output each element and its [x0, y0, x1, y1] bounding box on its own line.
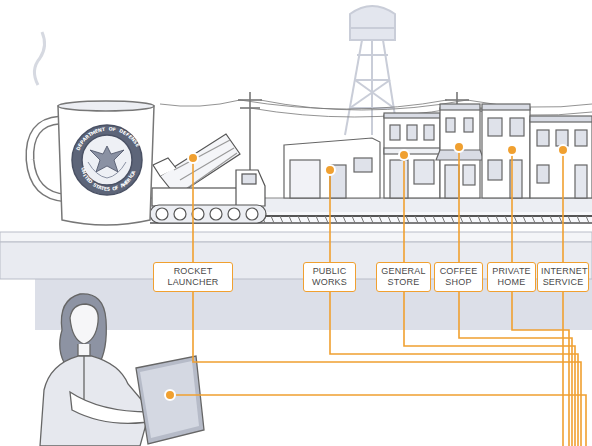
rail-tie	[550, 216, 553, 223]
signal-wire	[458, 147, 460, 262]
label-text: ROCKET LAUNCHER	[157, 266, 229, 288]
rail-tie	[541, 216, 544, 223]
rail-tie	[496, 216, 499, 223]
rail-tie	[577, 216, 580, 223]
rail-tie	[370, 216, 373, 223]
rail-tie	[388, 216, 391, 223]
rail-tie	[379, 216, 382, 223]
signal-wire	[192, 158, 194, 262]
rail-tie	[505, 216, 508, 223]
rail-tie	[289, 216, 292, 223]
rail-tie	[469, 216, 472, 223]
signal-wire	[512, 292, 569, 446]
tap-point	[454, 142, 464, 152]
rail-tie	[559, 216, 562, 223]
signal-wire	[562, 292, 564, 446]
callout-label: COFFEE SHOP	[434, 262, 483, 292]
seal-letter: F	[112, 128, 116, 133]
tap-point	[558, 145, 568, 155]
seal-letter: T	[102, 128, 106, 133]
rail-tie	[334, 216, 337, 223]
label-text: PUBLIC WORKS	[307, 266, 352, 288]
rail-tie	[460, 216, 463, 223]
signal-wire	[459, 292, 572, 446]
tap-point	[325, 165, 335, 175]
callout-label: PUBLIC WORKS	[303, 262, 356, 292]
seal-letter: E	[134, 143, 140, 148]
rail-tie	[451, 216, 454, 223]
rail-tie	[280, 216, 283, 223]
tap-point	[507, 145, 517, 155]
callout-label: PRIVATE HOME	[487, 262, 536, 292]
tap-point	[399, 150, 409, 160]
label-text: COFFEE SHOP	[438, 266, 479, 288]
rail-tie	[406, 216, 409, 223]
rail-tie	[361, 216, 364, 223]
callout-label: INTERNET SERVICE	[537, 262, 589, 292]
rail-tie	[586, 216, 589, 223]
rail-tie	[307, 216, 310, 223]
signal-wire	[404, 292, 575, 446]
rail-tie	[568, 216, 571, 223]
rail-tie	[352, 216, 355, 223]
power-lines	[160, 92, 592, 200]
tap-point	[188, 153, 198, 163]
woman-at-laptop	[40, 294, 204, 446]
signal-wire	[330, 292, 578, 446]
signal-wire	[511, 150, 513, 262]
label-text: PRIVATE HOME	[491, 266, 532, 288]
seal-letter: S	[107, 188, 111, 193]
signal-wire	[170, 395, 586, 446]
signal-wire	[562, 150, 564, 262]
rail-tie	[343, 216, 346, 223]
rail-tie	[487, 216, 490, 223]
seal-letter: F	[115, 186, 120, 192]
signal-wire	[403, 155, 405, 262]
rail-tie	[397, 216, 400, 223]
rail-tie	[442, 216, 445, 223]
rail-tie	[316, 216, 319, 223]
rail-tie	[478, 216, 481, 223]
seal-letter	[106, 128, 108, 133]
rail-tie	[523, 216, 526, 223]
dod-mug	[30, 32, 154, 225]
callout-label: ROCKET LAUNCHER	[153, 262, 233, 292]
label-text: GENERAL STORE	[380, 266, 427, 288]
seal-letter: D	[87, 179, 93, 185]
rocket-launcher-vehicle	[150, 134, 266, 223]
rail-tie	[298, 216, 301, 223]
rail-tie	[424, 216, 427, 223]
rail-tie	[325, 216, 328, 223]
tap-point	[165, 390, 175, 400]
label-text: INTERNET SERVICE	[541, 266, 585, 288]
callout-label: GENERAL STORE	[376, 262, 431, 292]
signal-wire	[193, 292, 581, 446]
rail-tie	[271, 216, 274, 223]
rail-tie	[514, 216, 517, 223]
rail-tie	[415, 216, 418, 223]
signal-wire	[329, 170, 331, 262]
rail-tie	[532, 216, 535, 223]
rail-tie	[433, 216, 436, 223]
